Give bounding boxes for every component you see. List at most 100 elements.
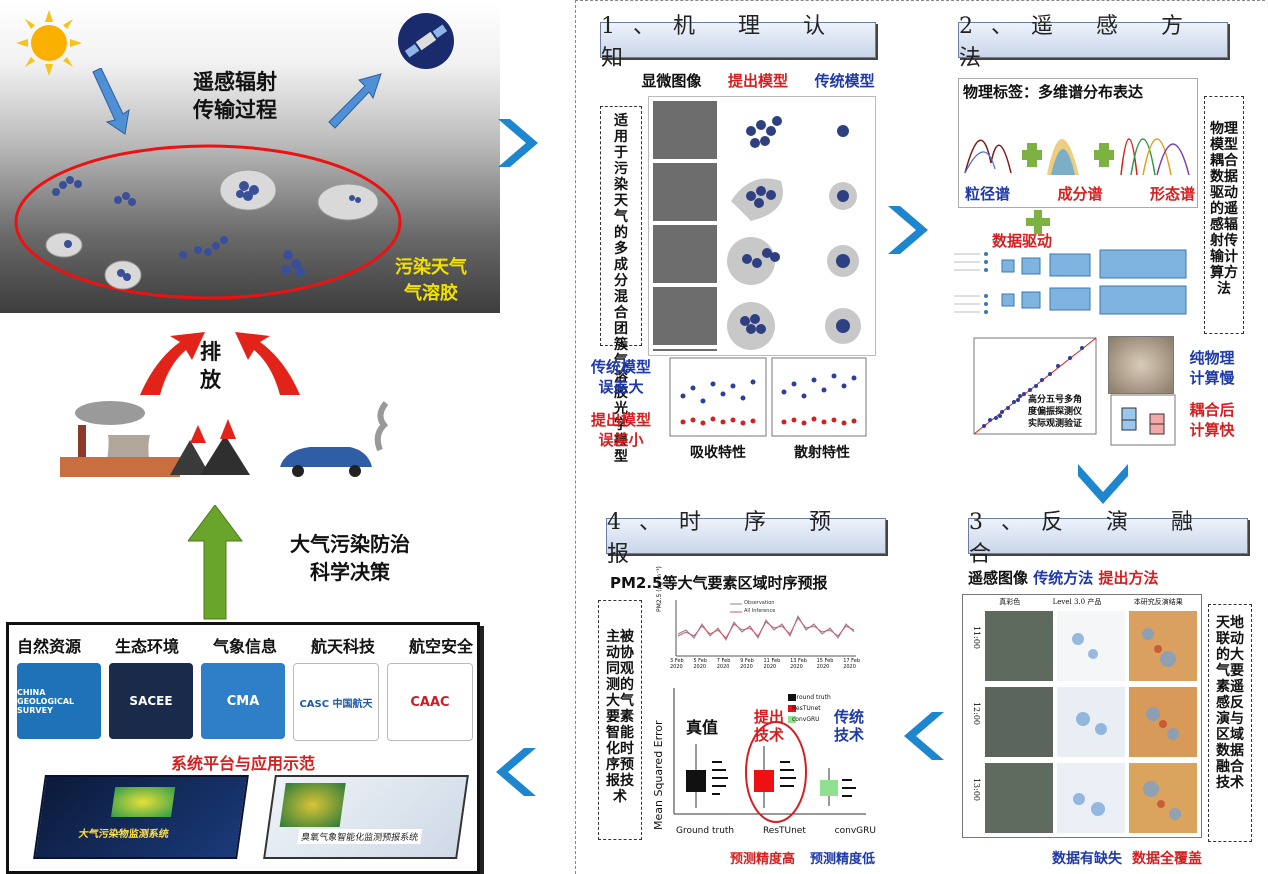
decision-label-line2: 科学决策	[310, 560, 390, 584]
row-time-12: 12:00	[972, 701, 982, 726]
car-icon	[280, 447, 372, 467]
step1-side-text: 适用于污染天气的多成分混合团簇气溶胶光学模型	[614, 113, 628, 465]
traditional-error-line2: 误差大	[598, 378, 644, 396]
emission-arrows	[140, 332, 300, 395]
data-missing-label: 数据有缺失	[1052, 851, 1122, 867]
retrieval-col-titles: 真彩色 Level 3.0 产品 本研究反演结果	[983, 597, 1199, 607]
chimney-icon	[78, 425, 86, 475]
convgru-box	[820, 780, 838, 796]
annotation-truth: 真值	[686, 718, 719, 737]
accuracy-low-label: 预测精度低	[810, 852, 876, 867]
decision-arrow	[188, 505, 243, 620]
col-title-level3: Level 3.0 产品	[1052, 598, 1102, 606]
arrow-to-step4	[904, 712, 944, 760]
platform-title: 系统平台与应用示范	[170, 754, 315, 773]
annotation-traditional-line1: 传统	[834, 708, 865, 726]
satellite-icon	[398, 13, 454, 69]
legend-ground-truth: Ground truth	[792, 694, 831, 701]
pure-physics-line2: 计算慢	[1189, 369, 1235, 387]
scene-title-line2: 传输过程	[193, 98, 277, 122]
radiative-transfer-scene: 遥感辐射 传输过程 污染天气 气溶胶	[0, 0, 500, 313]
ts-ylabel: PM2.5 (μg m⁻³)	[656, 566, 663, 612]
annotation-proposed-line2: 技术	[754, 726, 785, 744]
section-divider	[575, 0, 577, 874]
ts-xtick-0: 3 Feb 2020	[670, 658, 684, 670]
step1-title: 1、机 理 认 知	[600, 14, 876, 71]
mse-categories: Ground truth ResTUnet convGRU	[676, 826, 876, 836]
ts-xtick-1: 5 Feb 2020	[693, 658, 707, 670]
aerosol-label: 污染天气 气溶胶	[376, 255, 486, 307]
application-box: 自然资源 生态环境 气象信息 航天科技 航空安全 CHINA GEOLOGICA…	[6, 622, 480, 874]
spectra-labels: 粒径谱 成分谱 形态谱	[965, 183, 1195, 204]
step3-header: 遥感图像 传统方法 提出方法	[968, 567, 1159, 588]
casc-logo: CASC 中国航天	[293, 663, 379, 741]
ts-xtick-6: 15 Feb 2020	[816, 658, 834, 670]
incoming-radiation-arrow	[92, 68, 130, 135]
scattering-label: 散射特性	[794, 445, 850, 461]
component-spectrum-label: 成分谱	[1057, 185, 1103, 203]
section-top-border	[575, 0, 1265, 2]
validation-text-line3: 实际观测验证	[1028, 419, 1083, 429]
outgoing-radiation-arrow	[328, 73, 382, 129]
row-time-11: 11:00	[972, 625, 982, 650]
legend-restunet: ResTUnet	[792, 705, 821, 712]
restunet-box	[754, 770, 774, 792]
header-micrograph: 显微图像	[641, 72, 702, 90]
ts-xtick-4: 11 Feb 2020	[763, 658, 781, 670]
header-proposed-model: 提出模型	[727, 72, 788, 90]
annotation-traditional-line2: 技术	[834, 726, 865, 744]
step2-side-text: 物理模型耦合数据驱动的遥感辐射传输计算方法	[1210, 121, 1238, 297]
size-spectrum-label: 粒径谱	[965, 185, 1011, 203]
validation-scatter	[973, 337, 1097, 435]
physical-label-title: 物理标签：多维谱分布表达	[963, 83, 1144, 101]
model-illustrations	[727, 116, 861, 350]
emission-label-line1: 排	[200, 340, 221, 364]
caac-logo: CAAC	[387, 663, 473, 741]
traditional-error-label: 传统模型 误差大	[578, 357, 664, 397]
pm25-timeseries	[675, 600, 856, 657]
step3-side-text: 天地联动的大气要素遥感反演与区域数据融合技术	[1216, 615, 1244, 791]
domain-natural-resources: 自然资源	[17, 637, 82, 656]
legend-convgru: convGRU	[792, 716, 820, 723]
domain-list: 自然资源 生态环境 气象信息 航天科技 航空安全	[17, 633, 473, 657]
domain-meteorology: 气象信息	[212, 637, 277, 656]
header-traditional-model: 传统模型	[814, 72, 875, 90]
mse-boxplot	[673, 688, 866, 823]
decision-label: 大气污染防治 科学决策	[260, 530, 440, 586]
data-driven-label: 数据驱动	[992, 232, 1053, 250]
arrow-to-step3	[1078, 464, 1128, 504]
ts-legend-inference: All Inference	[744, 608, 776, 614]
screen2-caption: 臭氧气象智能化监测预报系统	[297, 829, 423, 844]
scene-title: 遥感辐射 传输过程	[160, 68, 310, 124]
mse-ylabel: Mean Squared Error	[652, 720, 665, 830]
step4-subtitle: PM2.5等大气要素区域时序预报	[610, 574, 828, 592]
header-traditional-method: 传统方法	[1033, 569, 1094, 587]
emission-label: 排 放	[200, 338, 221, 394]
proposed-error-line2: 误差小	[598, 431, 644, 449]
data-full-coverage-label: 数据全覆盖	[1132, 851, 1202, 867]
error-scatter-plots	[669, 357, 867, 437]
row-time-13: 13:00	[972, 777, 982, 802]
step1-side-box: 适用于污染天气的多成分混合团簇气溶胶光学模型	[600, 106, 642, 465]
validation-text: 高分五号多角 度偏振探测仪 实际观测验证	[1028, 394, 1082, 430]
system-screen-1: 大气污染物监测系统	[33, 775, 249, 859]
sun-icon	[16, 10, 82, 76]
logo-row: CHINA GEOLOGICAL SURVEY SACEE CMA CASC 中…	[17, 663, 473, 741]
step3-title: 3、反 演 融 合	[968, 510, 1248, 567]
mse-legend: Ground truth ResTUnet convGRU	[792, 692, 831, 725]
proposed-error-line1: 提出模型	[590, 411, 651, 429]
domain-aerospace: 航天科技	[310, 637, 375, 656]
domain-ecology: 生态环境	[114, 637, 179, 656]
sacee-logo: SACEE	[109, 663, 193, 739]
step3-side-box: 天地联动的大气要素遥感反演与区域数据融合技术	[1208, 604, 1252, 842]
step4-side-text: 主被动协同观测的大气要素智能化时序预报技术	[606, 629, 634, 805]
ts-xticks: 3 Feb 2020 5 Feb 2020 7 Feb 2020 9 Feb 2…	[670, 658, 860, 670]
scene-title-line1: 遥感辐射	[193, 70, 277, 94]
decision-label-line1: 大气污染防治	[290, 532, 410, 556]
col-title-truecolor: 真彩色	[999, 598, 1021, 606]
header-remote-image: 遥感图像	[968, 569, 1029, 587]
annotation-proposed: 提出 技术	[754, 708, 784, 744]
particle-model-grid	[648, 96, 876, 356]
category-convgru: convGRU	[834, 826, 876, 836]
ts-legend-observation: Observation	[744, 600, 775, 606]
